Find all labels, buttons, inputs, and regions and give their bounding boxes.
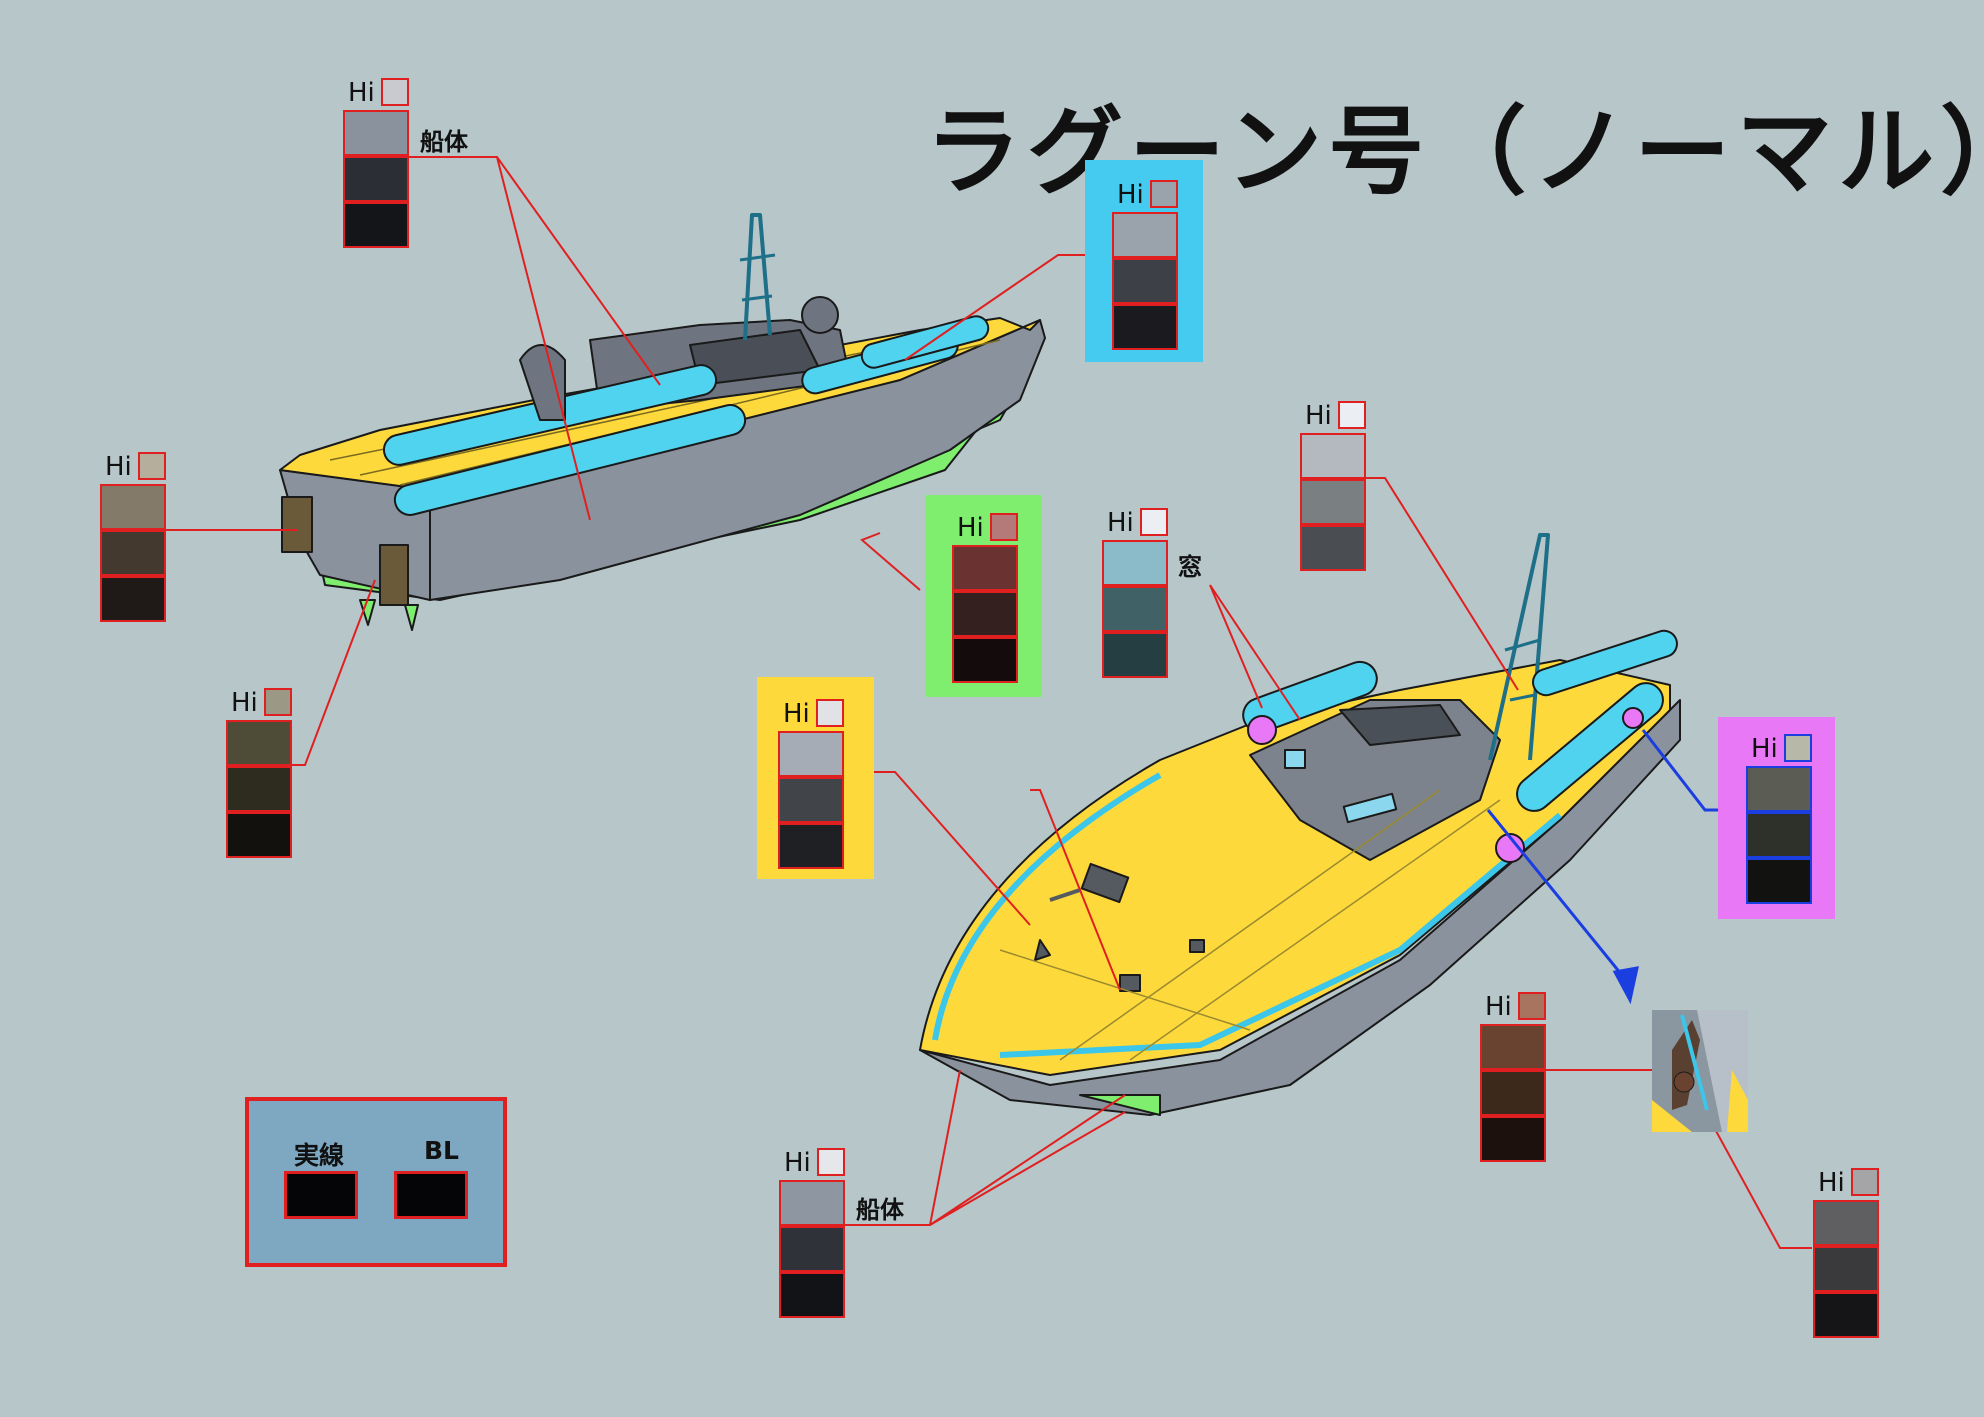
color-swatch-2 (1480, 1070, 1546, 1116)
blue-deck-palette: Hi (1112, 180, 1182, 356)
color-swatch-1 (778, 731, 844, 777)
color-swatch-2 (100, 530, 166, 576)
color-swatch-3 (100, 576, 166, 622)
legend-box: 実線 BL (245, 1097, 507, 1267)
hi-label: Hi (348, 78, 375, 108)
color-swatch-2 (779, 1226, 845, 1272)
olive-palette: Hi (226, 688, 296, 864)
color-swatch-3 (952, 637, 1018, 683)
color-swatch-3 (1813, 1292, 1879, 1338)
hi-label: Hi (1305, 401, 1332, 431)
color-swatch-1 (343, 110, 409, 156)
highlight-swatch (1140, 508, 1168, 536)
hi-label: Hi (957, 513, 984, 543)
hi-label: Hi (1751, 734, 1778, 764)
solid-line-swatch (284, 1171, 358, 1219)
color-swatch-2 (1112, 258, 1178, 304)
hi-label: Hi (784, 1148, 811, 1178)
rust-palette: Hi (1480, 992, 1550, 1168)
color-swatch-1 (1102, 540, 1168, 586)
color-swatch-3 (1746, 858, 1812, 904)
color-swatch-2 (778, 777, 844, 823)
color-swatch-1 (1746, 766, 1812, 812)
color-swatch-3 (779, 1272, 845, 1318)
solid-line-label: 実線 (294, 1141, 345, 1170)
magenta-palette: Hi (1746, 734, 1816, 910)
color-swatch-3 (1480, 1116, 1546, 1162)
color-swatch-2 (1746, 812, 1812, 858)
color-swatch-2 (952, 591, 1018, 637)
highlight-swatch (1338, 401, 1366, 429)
highlight-swatch (990, 513, 1018, 541)
hi-label: Hi (1485, 992, 1512, 1022)
highlight-swatch (381, 78, 409, 106)
page-title: ラグーン号（ノーマル） (925, 95, 1984, 209)
window-label: 窓 (1178, 553, 1202, 581)
hi-label: Hi (231, 688, 258, 718)
hi-label: Hi (1117, 180, 1144, 210)
green-hull-palette: Hi (952, 513, 1022, 689)
highlight-swatch (1784, 734, 1812, 762)
yellow-deck-palette: Hi (778, 699, 848, 875)
color-swatch-2 (343, 156, 409, 202)
color-swatch-3 (778, 823, 844, 869)
hi-label: Hi (1818, 1168, 1845, 1198)
color-swatch-1 (100, 484, 166, 530)
color-swatch-2 (226, 766, 292, 812)
hull-bottom-palette: Hi (779, 1148, 849, 1324)
highlight-swatch (817, 1148, 845, 1176)
color-swatch-3 (343, 202, 409, 248)
highlight-swatch (1518, 992, 1546, 1020)
hull-top-palette: Hi (343, 78, 413, 254)
highlight-swatch (816, 699, 844, 727)
dark-grey-palette: Hi (1813, 1168, 1883, 1344)
color-swatch-2 (1813, 1246, 1879, 1292)
hull-top-label: 船体 (420, 128, 468, 156)
color-swatch-1 (1813, 1200, 1879, 1246)
highlight-swatch (264, 688, 292, 716)
boat-side-view (279, 213, 1046, 631)
color-swatch-1 (779, 1180, 845, 1226)
color-swatch-3 (1102, 632, 1168, 678)
color-swatch-1 (1480, 1024, 1546, 1070)
color-swatch-2 (1102, 586, 1168, 632)
color-swatch-3 (1300, 525, 1366, 571)
color-swatch-1 (226, 720, 292, 766)
color-swatch-3 (226, 812, 292, 858)
window-palette: Hi (1102, 508, 1172, 684)
hull-bottom-label: 船体 (856, 1196, 904, 1224)
detail-zoom-inset (1652, 1010, 1748, 1132)
boat-top-view (919, 533, 1681, 1116)
grey-right-palette: Hi (1300, 401, 1370, 577)
highlight-swatch (138, 452, 166, 480)
hi-label: Hi (783, 699, 810, 729)
color-swatch-1 (1300, 433, 1366, 479)
color-swatch-2 (1300, 479, 1366, 525)
highlight-swatch (1851, 1168, 1879, 1196)
hi-label: Hi (105, 452, 132, 482)
color-swatch-1 (1112, 212, 1178, 258)
bl-swatch (394, 1171, 468, 1219)
color-swatch-1 (952, 545, 1018, 591)
color-swatch-3 (1112, 304, 1178, 350)
hi-label: Hi (1107, 508, 1134, 538)
highlight-swatch (1150, 180, 1178, 208)
stern-brown-palette: Hi (100, 452, 170, 628)
bl-label: BL (424, 1136, 459, 1165)
